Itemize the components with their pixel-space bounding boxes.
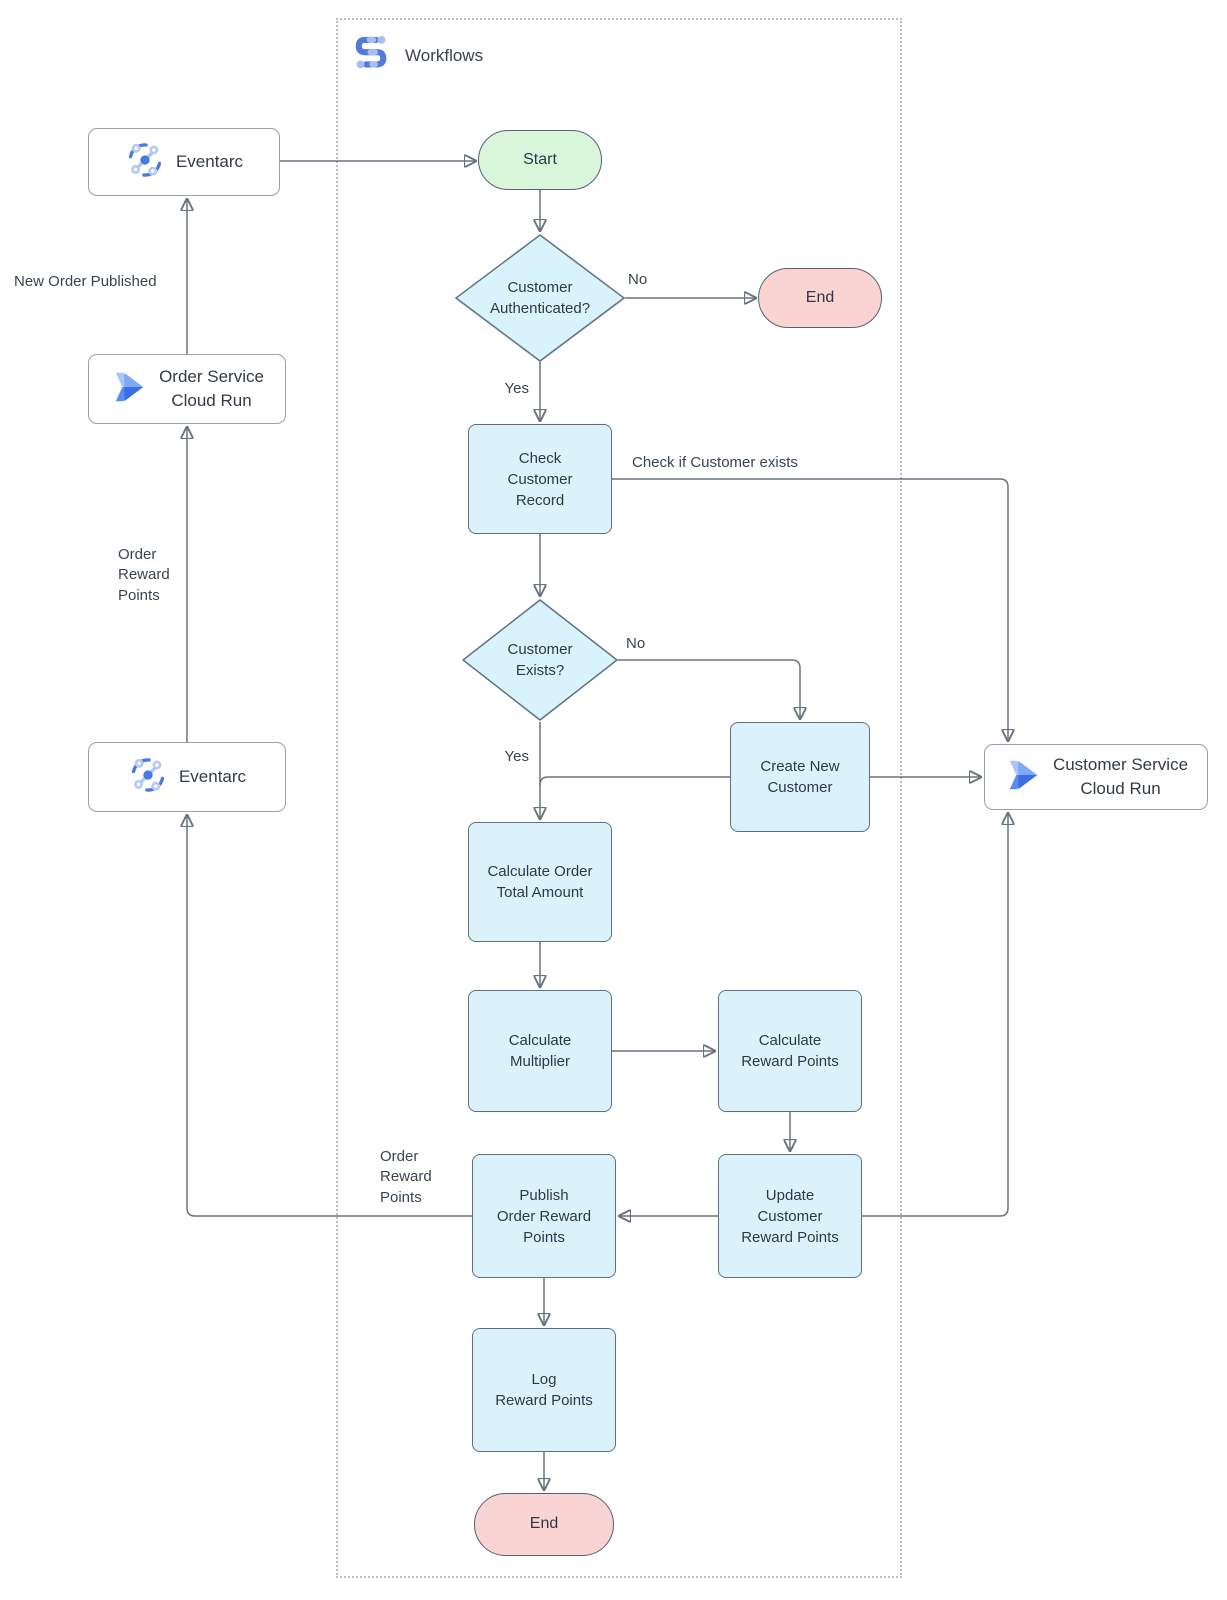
order-service-cloud-run-node[interactable]: Order Service Cloud Run xyxy=(88,354,286,424)
calculate-reward-points-node[interactable]: Calculate Reward Points xyxy=(718,990,862,1112)
end-top-label: End xyxy=(805,288,835,306)
diamond-shape xyxy=(455,234,625,362)
customer-exists-decision[interactable]: Customer Exists? xyxy=(462,599,618,721)
label-check-if-customer-exists: Check if Customer exists xyxy=(632,454,798,471)
end-bottom-label: End xyxy=(529,1515,559,1533)
customer-authenticated-decision[interactable]: Customer Authenticated? xyxy=(455,234,625,362)
end-top-node[interactable]: End xyxy=(758,268,882,328)
check-customer-record-node[interactable]: Check Customer Record xyxy=(468,424,612,534)
eventarc-icon xyxy=(125,140,165,185)
cloud-run-icon xyxy=(110,368,148,411)
calculate-order-total-label: Calculate Order Total Amount xyxy=(487,863,593,901)
update-customer-reward-points-label: Update Customer Reward Points xyxy=(741,1186,839,1246)
edge-exists-no-to-create xyxy=(618,659,800,718)
check-customer-record-label: Check Customer Record xyxy=(507,449,573,509)
eventarc-top-label: Eventarc xyxy=(175,152,244,172)
eventarc-top-node[interactable]: Eventarc xyxy=(88,128,280,196)
log-reward-points-node[interactable]: Log Reward Points xyxy=(472,1328,616,1452)
eventarc-bottom-node[interactable]: Eventarc xyxy=(88,742,286,812)
start-label: Start xyxy=(523,150,557,168)
calculate-multiplier-label: Calculate Multiplier xyxy=(508,1032,572,1070)
label-order-reward-points-bottom: Order Reward Points xyxy=(380,1148,432,1206)
workflows-header: Workflows xyxy=(350,32,483,79)
calculate-multiplier-node[interactable]: Calculate Multiplier xyxy=(468,990,612,1112)
calculate-reward-points-label: Calculate Reward Points xyxy=(741,1032,839,1070)
edge-check-to-customer-service xyxy=(612,478,1008,740)
create-new-customer-label: Create New Customer xyxy=(760,758,840,796)
update-customer-reward-points-node[interactable]: Update Customer Reward Points xyxy=(718,1154,862,1278)
customer-service-cloud-run-node[interactable]: Customer Service Cloud Run xyxy=(984,744,1208,810)
eventarc-icon xyxy=(128,755,168,800)
label-order-reward-points-left: Order Reward Points xyxy=(118,546,170,604)
customer-service-cloud-run-label: Customer Service Cloud Run xyxy=(1052,755,1189,798)
edge-publish-to-eventarc xyxy=(187,816,472,1217)
order-service-cloud-run-label: Order Service Cloud Run xyxy=(159,367,264,410)
cloud-run-icon xyxy=(1004,756,1042,799)
workflows-icon xyxy=(350,32,392,79)
label-exists-no: No xyxy=(626,635,646,652)
end-bottom-node[interactable]: End xyxy=(474,1493,614,1556)
publish-order-reward-points-node[interactable]: Publish Order Reward Points xyxy=(472,1154,616,1278)
customer-authenticated-label: Customer Authenticated? xyxy=(489,279,591,317)
label-new-order-published: New Order Published xyxy=(14,273,157,290)
create-new-customer-node[interactable]: Create New Customer xyxy=(730,722,870,832)
workflows-container xyxy=(336,18,902,1578)
customer-exists-label: Customer Exists? xyxy=(507,641,573,679)
publish-order-reward-points-label: Publish Order Reward Points xyxy=(496,1186,592,1246)
label-exists-yes: Yes xyxy=(504,748,529,765)
start-node[interactable]: Start xyxy=(478,130,602,190)
edge-update-to-customer-service xyxy=(862,814,1008,1217)
workflows-title: Workflows xyxy=(405,45,484,65)
label-authenticated-yes: Yes xyxy=(504,380,529,397)
calculate-order-total-node[interactable]: Calculate Order Total Amount xyxy=(468,822,612,942)
log-reward-points-label: Log Reward Points xyxy=(495,1371,593,1409)
diamond-shape xyxy=(462,599,618,721)
eventarc-bottom-label: Eventarc xyxy=(178,767,247,787)
edge-create-to-flow-merge xyxy=(539,776,730,786)
label-authenticated-no: No xyxy=(628,271,648,288)
